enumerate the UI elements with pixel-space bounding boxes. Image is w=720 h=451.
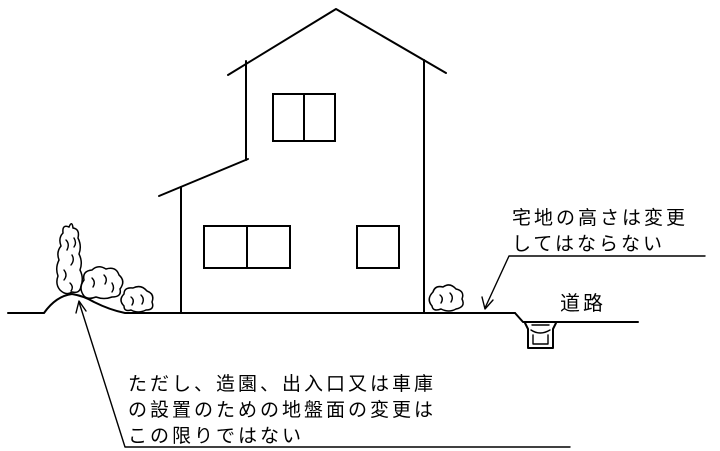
label-exception-line2: の設置のための地盤面の変更は bbox=[128, 399, 436, 421]
land-height-arrowhead bbox=[481, 296, 494, 310]
label-land-height-line1: 宅地の高さは変更 bbox=[512, 207, 688, 229]
house bbox=[158, 8, 447, 314]
ground-line bbox=[7, 293, 516, 314]
shrub-3 bbox=[428, 284, 464, 312]
land-height-leader bbox=[484, 255, 706, 309]
label-land-height-line2: してはならない bbox=[512, 233, 665, 255]
shrub-2 bbox=[120, 285, 154, 313]
shrub-1 bbox=[80, 266, 124, 300]
label-road: 道路 bbox=[560, 291, 606, 315]
lower-right-window bbox=[356, 225, 400, 269]
exception-arrowhead bbox=[75, 300, 87, 314]
road-surface-line bbox=[514, 312, 639, 323]
exception-leader bbox=[78, 301, 571, 448]
label-exception-line1: ただし、造園、出入口又は車庫 bbox=[128, 373, 436, 395]
label-exception-line3: この限りではない bbox=[128, 425, 304, 447]
house-lower-roof bbox=[158, 158, 249, 197]
drain-gutter bbox=[524, 322, 557, 349]
house-upper-roof bbox=[227, 8, 447, 76]
cypress-tree bbox=[55, 223, 84, 295]
